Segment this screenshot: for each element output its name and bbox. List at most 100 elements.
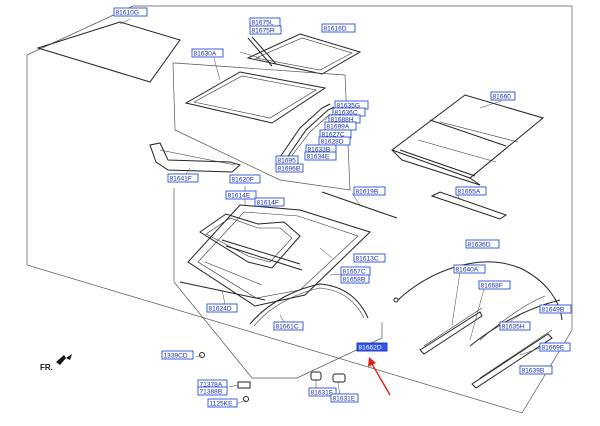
part-label-81661C[interactable]: 81661C [273,321,304,331]
part-81640A-rail [419,311,483,355]
part-81636D-cable [397,261,563,321]
part-label-text: 81636C [335,109,358,116]
part-81649B-cable [469,299,561,347]
part-label-box [167,173,199,183]
part-label-81675L[interactable]: 81675L [249,17,281,27]
part-label-text: 81641F [170,175,192,182]
part-label-81668F[interactable]: 81668F [478,280,511,290]
part-label-text: 81669E [542,344,565,351]
part-label-81635H[interactable]: 81635H [499,321,531,331]
part-label-text: 81630A [194,50,217,57]
part-label-text: 81635G [337,102,360,109]
part-label-text: 81614E [228,192,251,199]
highlight-arrowhead [368,357,376,367]
part-label-text: 81639B [522,367,545,374]
part-label-1339CD[interactable]: 1339CD [161,350,194,360]
part-label-text: 71378A [200,381,223,388]
part-label-81658B[interactable]: 81658B [340,274,370,284]
part-label-text: 81696B [278,165,301,172]
part-label-box [225,190,257,200]
part-81620F-frame [187,204,371,307]
part-label-box [308,387,337,397]
part-label-81630A[interactable]: 81630A [191,48,224,58]
part-label-81610G[interactable]: 81610G [113,7,148,17]
part-label-text: 81635H [502,323,525,330]
part-label-text: 81614F [257,199,279,206]
part-label-text: 81636D [468,241,491,248]
part-label-box [539,342,571,352]
part-label-text: 81628D [321,138,344,145]
part-81639B-rail [471,333,553,389]
part-label-81675R[interactable]: 81675R [249,25,282,35]
inner-frame-top [172,62,351,191]
part-label-81655A[interactable]: 81655A [455,186,487,196]
part-label-81649B[interactable]: 81649B [539,304,572,314]
part-label-text: 81634E [307,153,330,160]
part-label-81662D[interactable]: 81662D [356,342,388,352]
front-marker-text: FR. [40,363,53,372]
part-label-box [191,48,224,58]
part-label-81636D[interactable]: 81636D [465,239,500,249]
part-1339CD-clip [199,352,205,358]
part-label-81640A[interactable]: 81640A [453,264,486,274]
part-label-81619B[interactable]: 81619B [353,186,386,196]
part-label-text: 81668F [481,282,503,289]
part-81630A-glass [184,71,327,124]
part-label-81613C[interactable]: 81613C [353,253,386,263]
part-label-text: 81649B [542,306,565,313]
part-label-81634E[interactable]: 81634E [304,151,337,161]
part-label-text: 81658B [343,276,366,283]
part-label-text: 81610G [116,9,139,16]
part-label-81628D[interactable]: 81628D [318,136,351,146]
part-label-81660[interactable]: 81660 [490,91,516,101]
part-label-81695[interactable]: 81695 [275,155,299,165]
part-81655A-strip [430,191,508,220]
part-label-text: 81627C [322,131,345,138]
part-label-text: 81695 [278,157,297,164]
part-label-81620F[interactable]: 81620F [229,174,261,184]
part-label-81614F[interactable]: 81614F [254,197,285,207]
part-label-81696B[interactable]: 81696B [275,163,304,173]
part-label-box [465,239,500,249]
part-label-box [249,25,282,35]
part-label-text: 81631F [311,389,333,396]
part-label-81699A[interactable]: 81699A [324,121,357,131]
part-label-text: 81655A [458,188,481,195]
part-label-text: 1125KE [210,400,234,407]
part-label-box [455,186,487,196]
part-label-1125KE[interactable]: 1125KE [207,398,238,408]
part-label-text: 81631E [333,395,356,402]
part-label-text: 71388B [200,388,223,395]
part-label-box [161,350,194,360]
part-label-box [353,186,386,196]
part-label-81614E[interactable]: 81614E [225,190,257,200]
part-label-71388B[interactable]: 71388B [197,386,228,396]
part-label-box [229,174,261,184]
part-label-box [304,151,337,161]
inner-frame-lower [173,188,383,379]
part-label-text: 81640A [456,266,479,273]
part-label-text: 81699A [327,123,350,130]
part-label-81631E[interactable]: 81631E [330,393,359,403]
part-label-box [207,398,238,408]
part-label-81624D[interactable]: 81624D [206,303,238,313]
part-81635G-rail [277,103,331,161]
part-label-81639B[interactable]: 81639B [519,365,553,375]
part-81616D-glass [246,33,362,75]
part-label-81669E[interactable]: 81669E [539,342,571,352]
part-label-81657C[interactable]: 81657C [340,266,371,276]
part-label-81631F[interactable]: 81631F [308,387,337,397]
highlight-arrow [371,363,391,396]
part-71378A-bracket [237,381,251,389]
part-label-box [539,304,572,314]
part-label-81616D[interactable]: 81616D [321,23,356,33]
part-label-box [340,274,370,284]
part-label-text: 81619B [356,188,379,195]
part-label-text: 81675R [252,27,275,34]
part-label-81641F[interactable]: 81641F [167,173,199,183]
front-arrow-icon [56,354,72,365]
part-81641F-deflector [149,142,242,173]
part-label-box [356,342,388,352]
